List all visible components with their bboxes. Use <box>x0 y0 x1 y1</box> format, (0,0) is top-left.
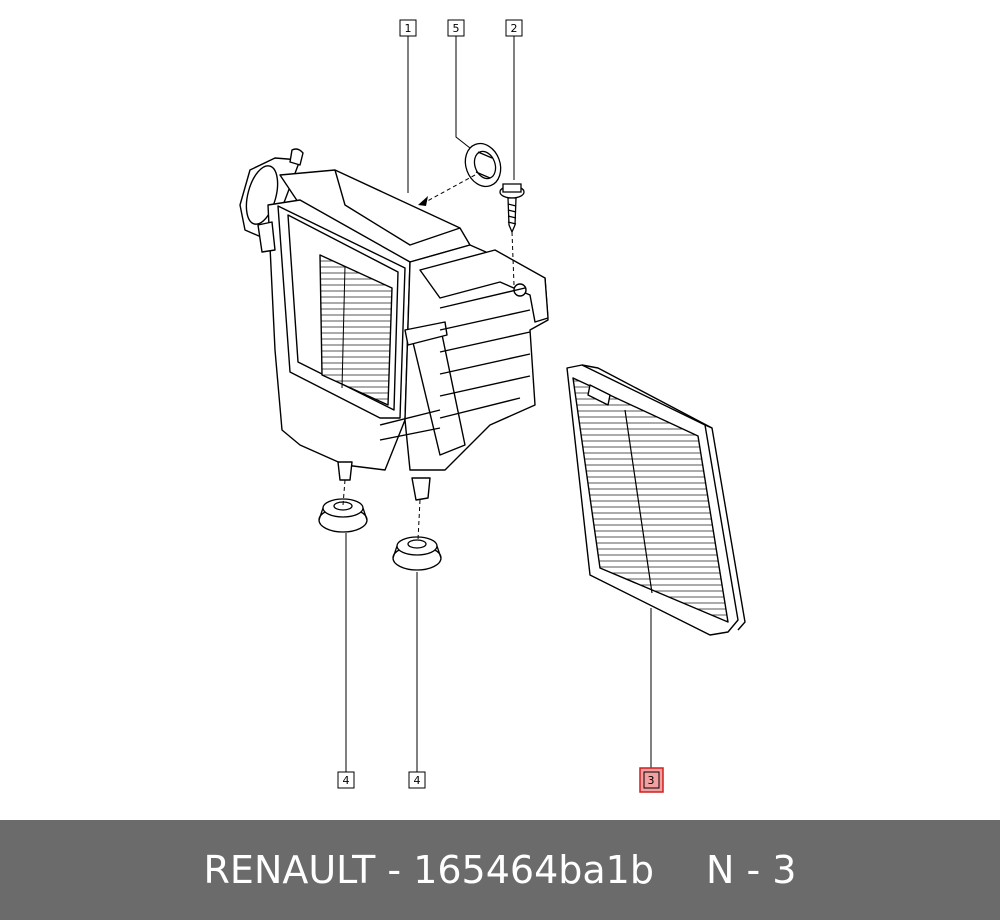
assembly-arrowhead <box>418 196 428 206</box>
callout-number: 5 <box>453 22 460 35</box>
callout-number: 4 <box>414 774 421 787</box>
bolt <box>499 183 525 234</box>
mounting-grommet <box>464 142 502 188</box>
callout-number: 1 <box>405 22 412 35</box>
rubber-mount-right <box>392 536 442 571</box>
assembly-lines <box>342 174 515 541</box>
callout-4-left: 4 <box>337 771 355 789</box>
callout-4-right: 4 <box>408 771 426 789</box>
footer-bar: RENAULT - 165464ba1b N - 3 <box>0 820 1000 920</box>
exploded-parts-diagram: 1 5 2 4 4 3 <box>239 19 746 793</box>
position-label: N - 3 <box>705 848 797 892</box>
callout-number: 2 <box>511 22 518 35</box>
callout-3-highlighted[interactable]: 3 <box>639 767 664 793</box>
leader-lines <box>345 36 652 772</box>
air-filter-housing <box>239 148 549 501</box>
callout-number: 3 <box>648 774 655 787</box>
brand-code: RENAULT - 165464ba1b <box>203 848 654 892</box>
callout-2: 2 <box>505 19 523 37</box>
air-filter-element <box>566 364 746 636</box>
callout-number: 4 <box>343 774 350 787</box>
callout-1: 1 <box>399 19 417 37</box>
highlight-box <box>639 767 664 793</box>
rubber-mount-left <box>318 498 368 533</box>
callout-5: 5 <box>447 19 465 37</box>
